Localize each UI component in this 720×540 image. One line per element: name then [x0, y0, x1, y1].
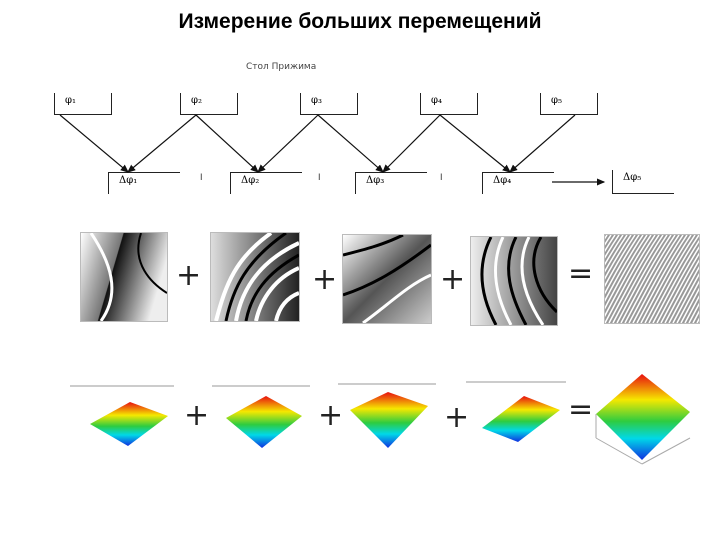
diff-box-3: Δφ₃	[355, 172, 427, 194]
plus-operator-1: +	[176, 258, 202, 293]
surface-plot-1	[70, 385, 174, 446]
arrow-4b	[509, 114, 576, 173]
phase-map-1	[80, 232, 168, 322]
diff-box-2: Δφ₂	[230, 172, 302, 194]
plus-operator-6: +	[444, 400, 470, 435]
diff-box-1: Δφ₁	[108, 172, 180, 194]
separator-2: I	[318, 172, 321, 182]
phase-box-1: φ₁	[54, 93, 112, 115]
result-box: Δφ₅	[612, 170, 674, 194]
separator-1: I	[200, 172, 203, 182]
phase-map-3	[342, 234, 432, 324]
surface-plot-4	[466, 381, 566, 442]
arrow-2b	[257, 114, 319, 173]
phase-box-3: φ₃	[300, 93, 358, 115]
phase-box-5: φ₅	[540, 93, 598, 115]
phase-box-4: φ₄	[420, 93, 478, 115]
arrow-3b	[382, 114, 441, 173]
surface-plot-3	[338, 383, 436, 448]
plus-operator-2: +	[312, 262, 338, 297]
arrow-2a	[195, 114, 259, 173]
diagram-subtitle: Стол Прижима	[246, 62, 317, 72]
phase-box-2: φ₂	[180, 93, 238, 115]
arrow-4a	[439, 114, 511, 173]
surface-plot-result	[595, 374, 691, 465]
equals-operator-2: =	[568, 392, 594, 427]
arrow-1a	[59, 114, 129, 173]
arrow-1b	[127, 114, 197, 173]
surface-plot-2	[212, 385, 310, 448]
plus-operator-4: +	[184, 398, 210, 433]
page-title: Измерение больших перемещений	[178, 10, 542, 33]
diff-box-4: Δφ₄	[482, 172, 554, 194]
equals-operator-1: =	[568, 256, 594, 291]
separator-3: I	[440, 172, 443, 182]
phase-map-result	[604, 234, 700, 324]
phase-map-2	[210, 232, 300, 322]
phase-map-4	[470, 236, 558, 326]
plus-operator-5: +	[318, 398, 344, 433]
arrow-3a	[317, 114, 384, 173]
plus-operator-3: +	[440, 262, 466, 297]
